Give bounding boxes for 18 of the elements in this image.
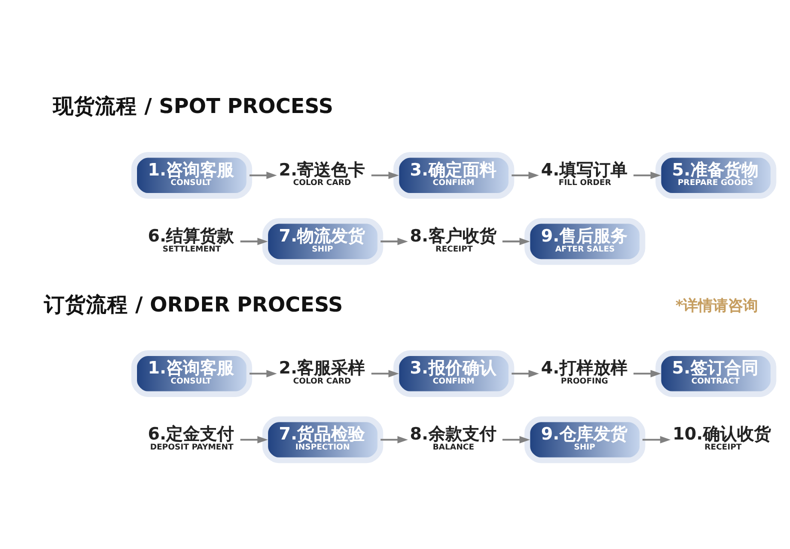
arrow: [380, 436, 408, 444]
label: 订货流程 / ORDER PROCESS: [44, 292, 342, 316]
arrow: [502, 436, 530, 444]
arrow: [633, 370, 661, 378]
arrow: [240, 238, 268, 246]
arrow: [633, 172, 661, 180]
arrow: [511, 172, 538, 180]
arrow: [380, 238, 408, 246]
arrow: [502, 238, 530, 246]
arrow: [370, 370, 398, 378]
arrow: [240, 436, 268, 444]
arrow: [511, 370, 538, 378]
arrow: [370, 172, 398, 180]
arrow: [642, 436, 670, 444]
label: 现货流程 / SPOT PROCESS: [52, 94, 333, 118]
arrow: [249, 172, 276, 180]
arrow: [249, 370, 276, 378]
label: *详情请咨询: [674, 297, 758, 314]
